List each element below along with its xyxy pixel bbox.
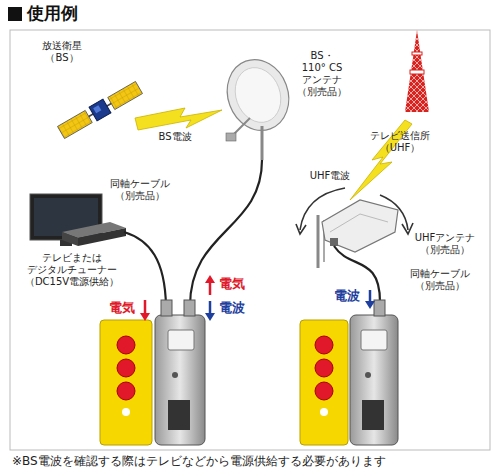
footnote: ※BS電波を確認する際はテレビなどから電源供給する必要があります xyxy=(12,454,386,468)
satellite xyxy=(57,81,143,140)
antenna-label: BS・110° CS アンテナ （別売品） xyxy=(297,50,347,98)
frame xyxy=(10,30,490,450)
wave-label: 電波 xyxy=(219,300,245,316)
page-title: 使用例 xyxy=(27,3,78,23)
level-checker xyxy=(100,300,205,445)
satellite-label: 放送衛星 （BS） xyxy=(42,40,82,64)
coax-cable xyxy=(190,160,262,306)
wave-label: 電波 xyxy=(334,288,360,304)
wave-label: UHF電波 xyxy=(310,170,351,182)
coax-cable xyxy=(124,232,166,306)
cable-label: 同軸ケーブル （別売品） xyxy=(410,268,470,292)
cable-label: 同軸ケーブル （別売品） xyxy=(110,178,170,202)
current-label: 電気 xyxy=(219,276,245,292)
tv-tower xyxy=(405,30,429,112)
bs-wave-bolt xyxy=(135,108,222,130)
uhf-antenna xyxy=(318,200,398,268)
current-label: 電気 xyxy=(109,300,135,316)
tv-set xyxy=(30,194,126,246)
antenna-label: UHFアンテナ （別売品） xyxy=(415,232,476,256)
title-square xyxy=(8,7,22,21)
bs-dish xyxy=(217,51,298,160)
tuner-label: テレビまたは デジタルチューナー （DC15V電源供給） xyxy=(25,252,119,288)
level-checker xyxy=(300,300,398,445)
station-label: テレビ送信所 （UHF） xyxy=(370,130,430,154)
wave-label: BS電波 xyxy=(158,131,191,143)
